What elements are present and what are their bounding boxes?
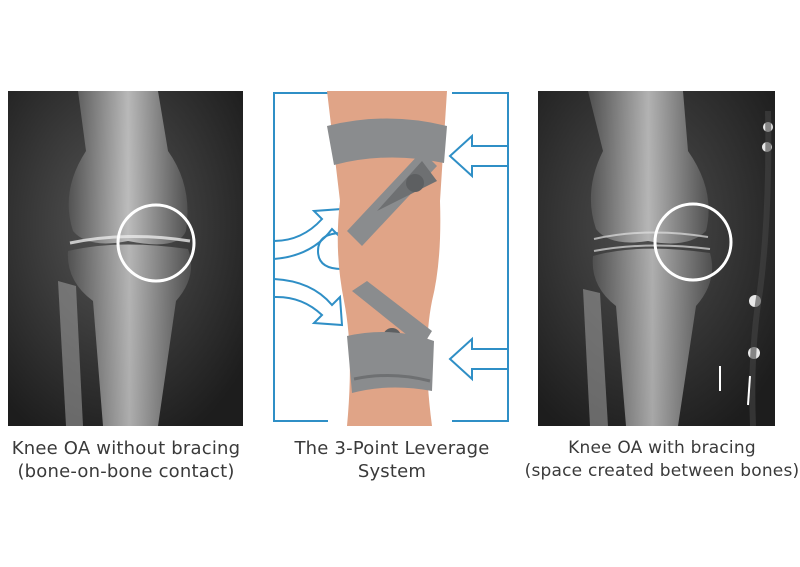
caption-line: (bone-on-bone contact): [17, 461, 235, 482]
xray-with-bracing: [538, 91, 775, 426]
caption-line: Knee OA with bracing: [568, 438, 756, 458]
caption-line: System: [357, 461, 427, 482]
caption-line: Knee OA without bracing: [11, 438, 241, 459]
highlight-circle: [653, 202, 733, 282]
leverage-system-diagram: [272, 91, 512, 426]
caption-line: (space created between bones): [524, 461, 800, 481]
brace-upper-hinge: [406, 174, 424, 192]
xray-without-bracing: [8, 91, 243, 426]
caption-with-bracing: Knee OA with bracing (space created betw…: [524, 437, 800, 483]
highlight-circle: [116, 203, 196, 283]
brace-thigh-cuff: [327, 118, 447, 165]
brace-shin-cuff: [347, 332, 434, 393]
caption-line: The 3-Point Leverage: [294, 438, 490, 459]
caption-leverage-system: The 3-Point Leverage System: [268, 437, 516, 483]
caption-without-bracing: Knee OA without bracing (bone-on-bone co…: [0, 437, 252, 483]
